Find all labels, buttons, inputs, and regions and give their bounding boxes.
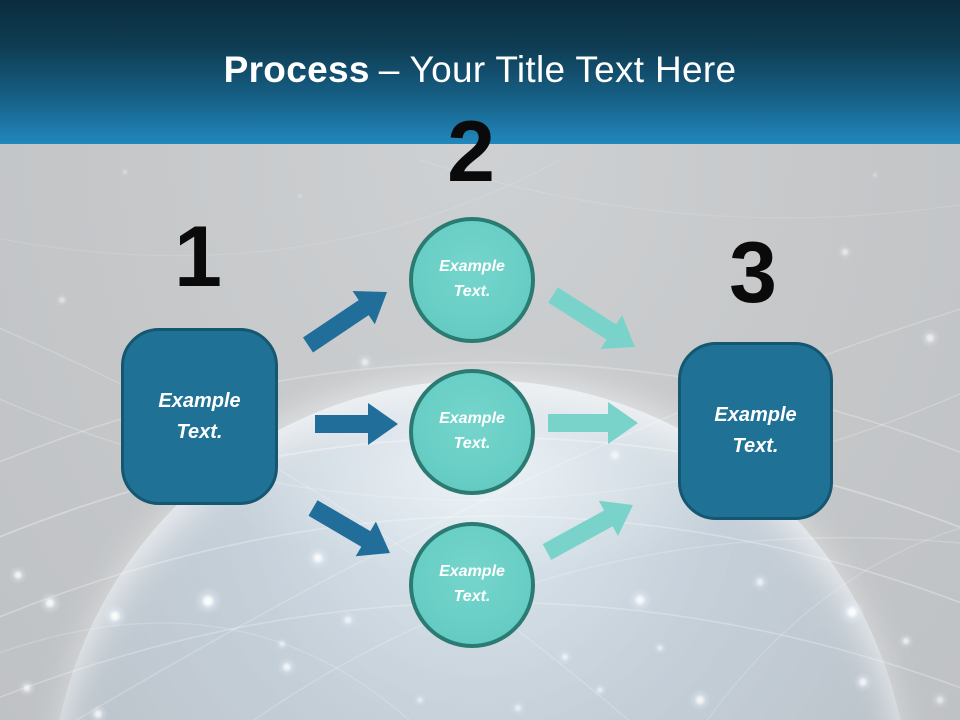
- process-circle-middle: Example Text.: [409, 369, 535, 495]
- process-circle-bottom-label: Example Text.: [439, 563, 505, 605]
- step-number-3: 3: [729, 225, 777, 321]
- title-bar: Process– Your Title Text Here: [0, 0, 960, 144]
- process-box-step1-label: Example Text.: [158, 389, 241, 443]
- title-subtitle: – Your Title Text Here: [378, 49, 737, 90]
- process-box-step3: Example Text.: [678, 342, 833, 520]
- process-circle-top-label: Example Text.: [439, 258, 505, 300]
- slide-title: Process– Your Title Text Here: [0, 51, 960, 88]
- process-box-step1: Example Text.: [121, 328, 278, 505]
- process-circle-middle-label: Example Text.: [439, 410, 505, 452]
- step-number-2: 2: [447, 104, 495, 200]
- step-number-1: 1: [174, 209, 222, 305]
- title-keyword: Process: [223, 49, 370, 90]
- process-circle-bottom: Example Text.: [409, 522, 535, 648]
- process-box-step3-label: Example Text.: [714, 404, 797, 457]
- process-circle-top: Example Text.: [409, 217, 535, 343]
